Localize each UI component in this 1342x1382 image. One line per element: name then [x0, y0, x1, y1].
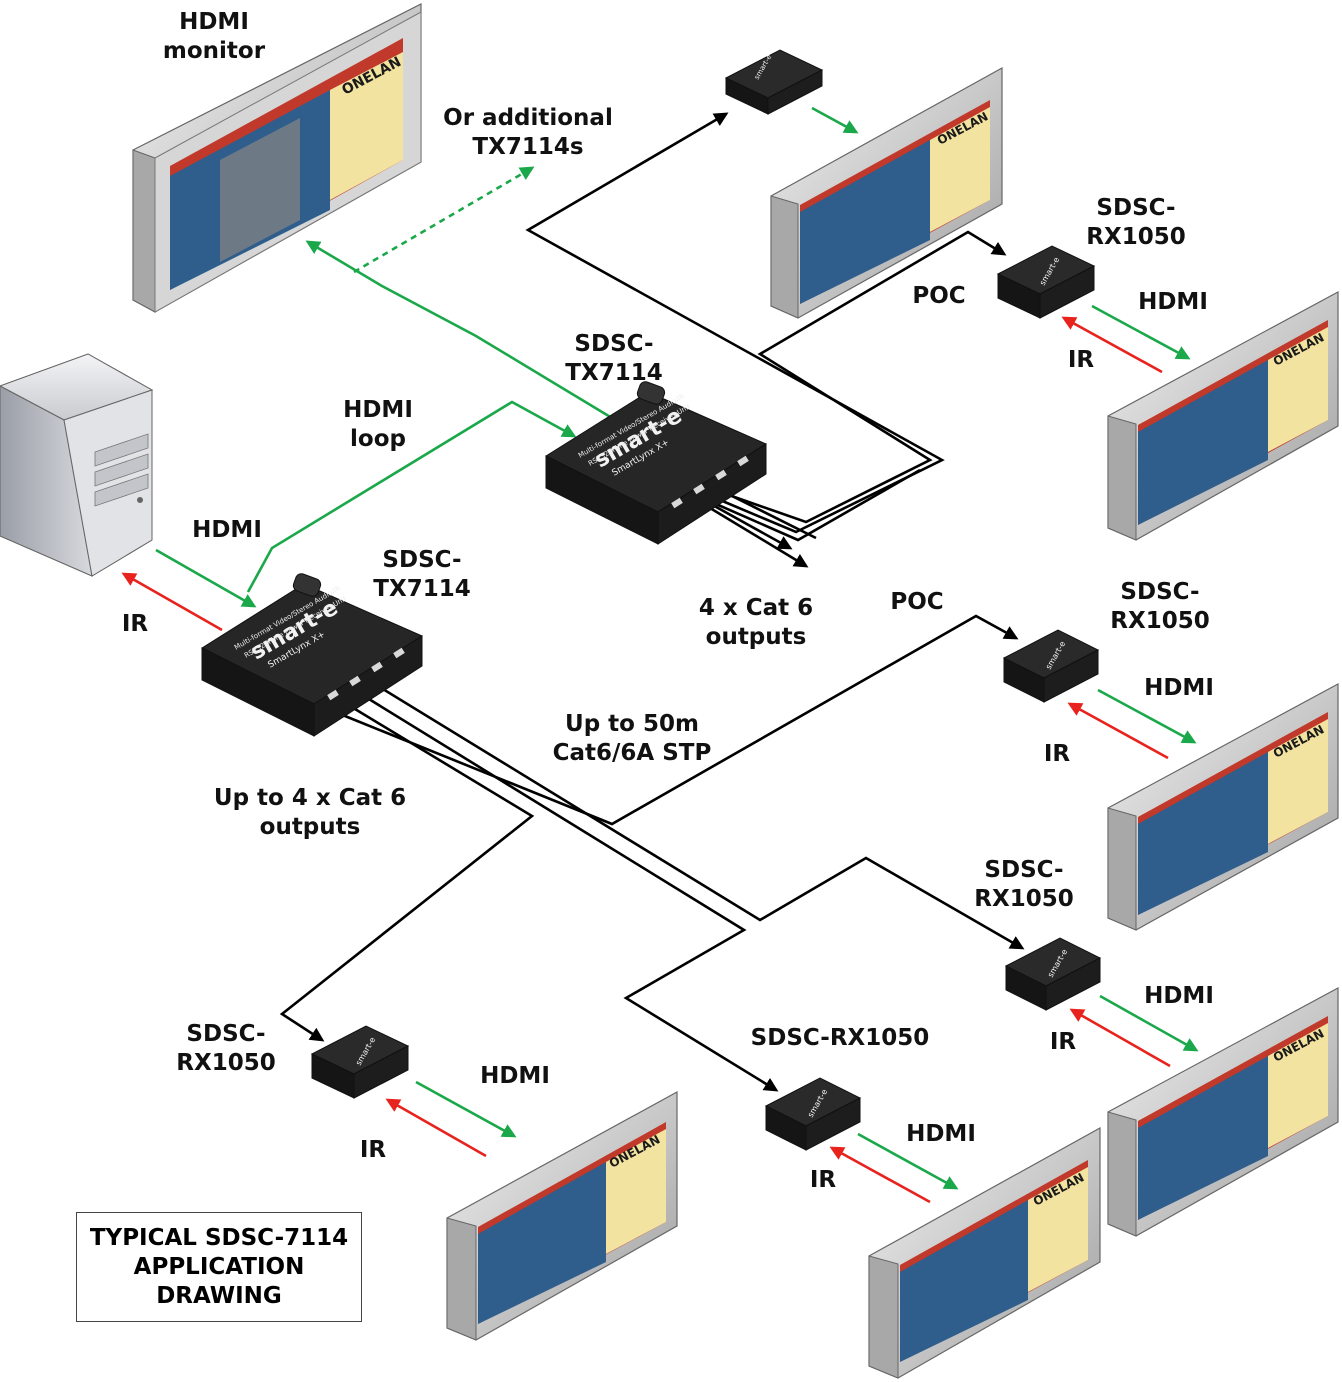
pc-tower	[0, 353, 154, 577]
label-poc-2: POC	[882, 588, 952, 617]
label-line: RX1050	[974, 886, 1074, 912]
label-rx-4: SDSC-RX1050	[742, 1024, 938, 1053]
label-pc-ir: IR	[108, 610, 162, 639]
label-pc-hdmi: HDMI	[180, 516, 274, 545]
label-line: HDMI	[192, 517, 262, 543]
label-rx-1-ir: IR	[1054, 346, 1108, 375]
display-bottom-middle: ONELAN	[868, 1126, 1101, 1379]
label-rx-3: SDSC- RX1050	[968, 856, 1080, 914]
label-line: SDSC-RX1050	[750, 1025, 930, 1051]
label-rx-4-ir: IR	[796, 1166, 850, 1195]
hdmi-monitor-top-left: ONELAN	[132, 3, 422, 313]
label-line: SDSC-	[1120, 579, 1200, 605]
label-line: HDMI	[1138, 289, 1208, 315]
label-line: HDMI	[906, 1121, 976, 1147]
label-line: IR	[1049, 1029, 1077, 1055]
rx1050-unit-1: smart-e	[996, 245, 1096, 319]
label-line: outputs	[259, 814, 361, 840]
label-line: POC	[912, 283, 966, 309]
rx1050-unit-4: smart-e	[764, 1077, 862, 1151]
label-tx-bottom: SDSC- TX7114	[364, 546, 480, 604]
label-line: Or additional	[443, 105, 613, 131]
label-line: IR	[121, 611, 149, 637]
label-cat6-top: 4 x Cat 6 outputs	[690, 594, 822, 652]
label-line: 4 x Cat 6	[698, 595, 814, 621]
tx7114-unit-top: smart-e SmartLynx X+ Multi-format Video/…	[544, 381, 768, 545]
label-line: outputs	[705, 624, 807, 650]
display-bottom-left: ONELAN	[446, 1090, 678, 1341]
cat6-cables	[279, 112, 1025, 1092]
label-rx-3-ir: IR	[1036, 1028, 1090, 1057]
label-rx-2-ir: IR	[1030, 740, 1084, 769]
label-line: SDSC-	[382, 547, 462, 573]
label-line: HDMI	[480, 1063, 550, 1089]
label-line: IR	[359, 1137, 387, 1163]
label-rx-4-hdmi: HDMI	[894, 1120, 988, 1149]
label-line: SDSC-	[984, 857, 1064, 883]
label-line: HDMI	[179, 9, 249, 35]
hdmi-ir-links	[121, 106, 1199, 1204]
label-line: RX1050	[176, 1050, 276, 1076]
label-hdmi-monitor: HDMI monitor	[158, 8, 270, 66]
label-line: IR	[1067, 347, 1095, 373]
label-line: monitor	[162, 38, 266, 64]
label-line: POC	[890, 589, 944, 615]
label-line: RX1050	[1110, 608, 1210, 634]
label-tx-top: SDSC- TX7114	[556, 330, 672, 388]
label-rx-3-hdmi: HDMI	[1132, 982, 1226, 1011]
label-line: HDMI	[1144, 675, 1214, 701]
label-cat6-bottom: Up to 4 x Cat 6 outputs	[208, 784, 412, 842]
label-line: HDMI	[343, 397, 413, 423]
display-right-1: ONELAN	[770, 66, 1003, 319]
display-right-4: ONELAN	[1107, 986, 1339, 1237]
drawing-caption: TYPICAL SDSC-7114 APPLICATION DRAWING	[76, 1212, 362, 1322]
label-rx-2-hdmi: HDMI	[1132, 674, 1226, 703]
label-line: IR	[809, 1167, 837, 1193]
rx1050-unit-2: smart-e	[1002, 629, 1100, 703]
label-line: RX1050	[1086, 224, 1186, 250]
label-hdmi-loop: HDMI loop	[328, 396, 428, 454]
caption-line: TYPICAL SDSC-7114	[89, 1224, 349, 1251]
label-poc-1: POC	[904, 282, 974, 311]
label-line: TX7114	[373, 576, 471, 602]
label-line: IR	[1043, 741, 1071, 767]
label-stp: Up to 50m Cat6/6A STP	[540, 710, 724, 768]
label-rx-2: SDSC- RX1050	[1104, 578, 1216, 636]
rx1050-unit-5: smart-e	[310, 1025, 410, 1099]
label-line: HDMI	[1144, 983, 1214, 1009]
label-line: Up to 50m	[565, 711, 699, 737]
label-additional-tx: Or additional TX7114s	[440, 104, 616, 162]
label-line: TX7114s	[472, 134, 584, 160]
label-line: Up to 4 x Cat 6	[213, 785, 407, 811]
label-line: SDSC-	[574, 331, 654, 357]
label-line: loop	[350, 426, 406, 452]
tx7114-unit-bottom: smart-e SmartLynx X+ Multi-format Video/…	[200, 573, 424, 737]
label-line: TX7114	[565, 360, 663, 386]
rx1050-unit-3: smart-e	[1004, 937, 1102, 1011]
caption-line: APPLICATION	[133, 1253, 305, 1280]
label-rx-1: SDSC- RX1050	[1080, 194, 1192, 252]
label-rx-1-hdmi: HDMI	[1126, 288, 1220, 317]
label-line: SDSC-	[1096, 195, 1176, 221]
label-rx-5-hdmi: HDMI	[468, 1062, 562, 1091]
label-line: Cat6/6A STP	[552, 740, 712, 766]
caption-line: DRAWING	[156, 1282, 282, 1309]
display-right-3: ONELAN	[1107, 682, 1339, 931]
display-right-2: ONELAN	[1107, 290, 1339, 541]
label-rx-5-ir: IR	[346, 1136, 400, 1165]
label-line: SDSC-	[186, 1021, 266, 1047]
rx1050-unit-top: smart-e	[724, 49, 824, 115]
label-rx-5: SDSC- RX1050	[170, 1020, 282, 1078]
